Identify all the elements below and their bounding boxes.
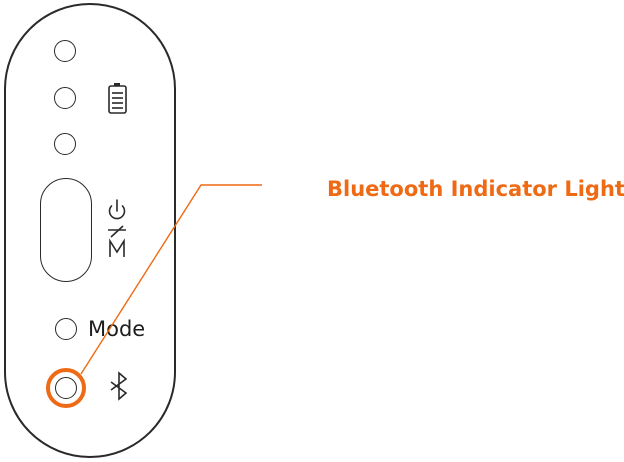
mode-indicator-light [55,318,77,340]
bluetooth-indicator-light [55,377,77,399]
mode-m-icon [108,229,126,257]
highlight-ring [46,368,86,408]
power-mode-button [40,178,92,282]
battery-icon [108,83,127,114]
indicator-light-3 [54,133,76,155]
callout-label: Bluetooth Indicator Light [327,177,624,201]
indicator-light-1 [54,40,76,62]
power-mode-divider [110,225,124,238]
mode-label: Mode [88,317,146,341]
power-icon [108,199,126,220]
bluetooth-icon [110,371,128,401]
callout-leader-line [80,184,262,375]
indicator-light-2 [54,87,76,109]
